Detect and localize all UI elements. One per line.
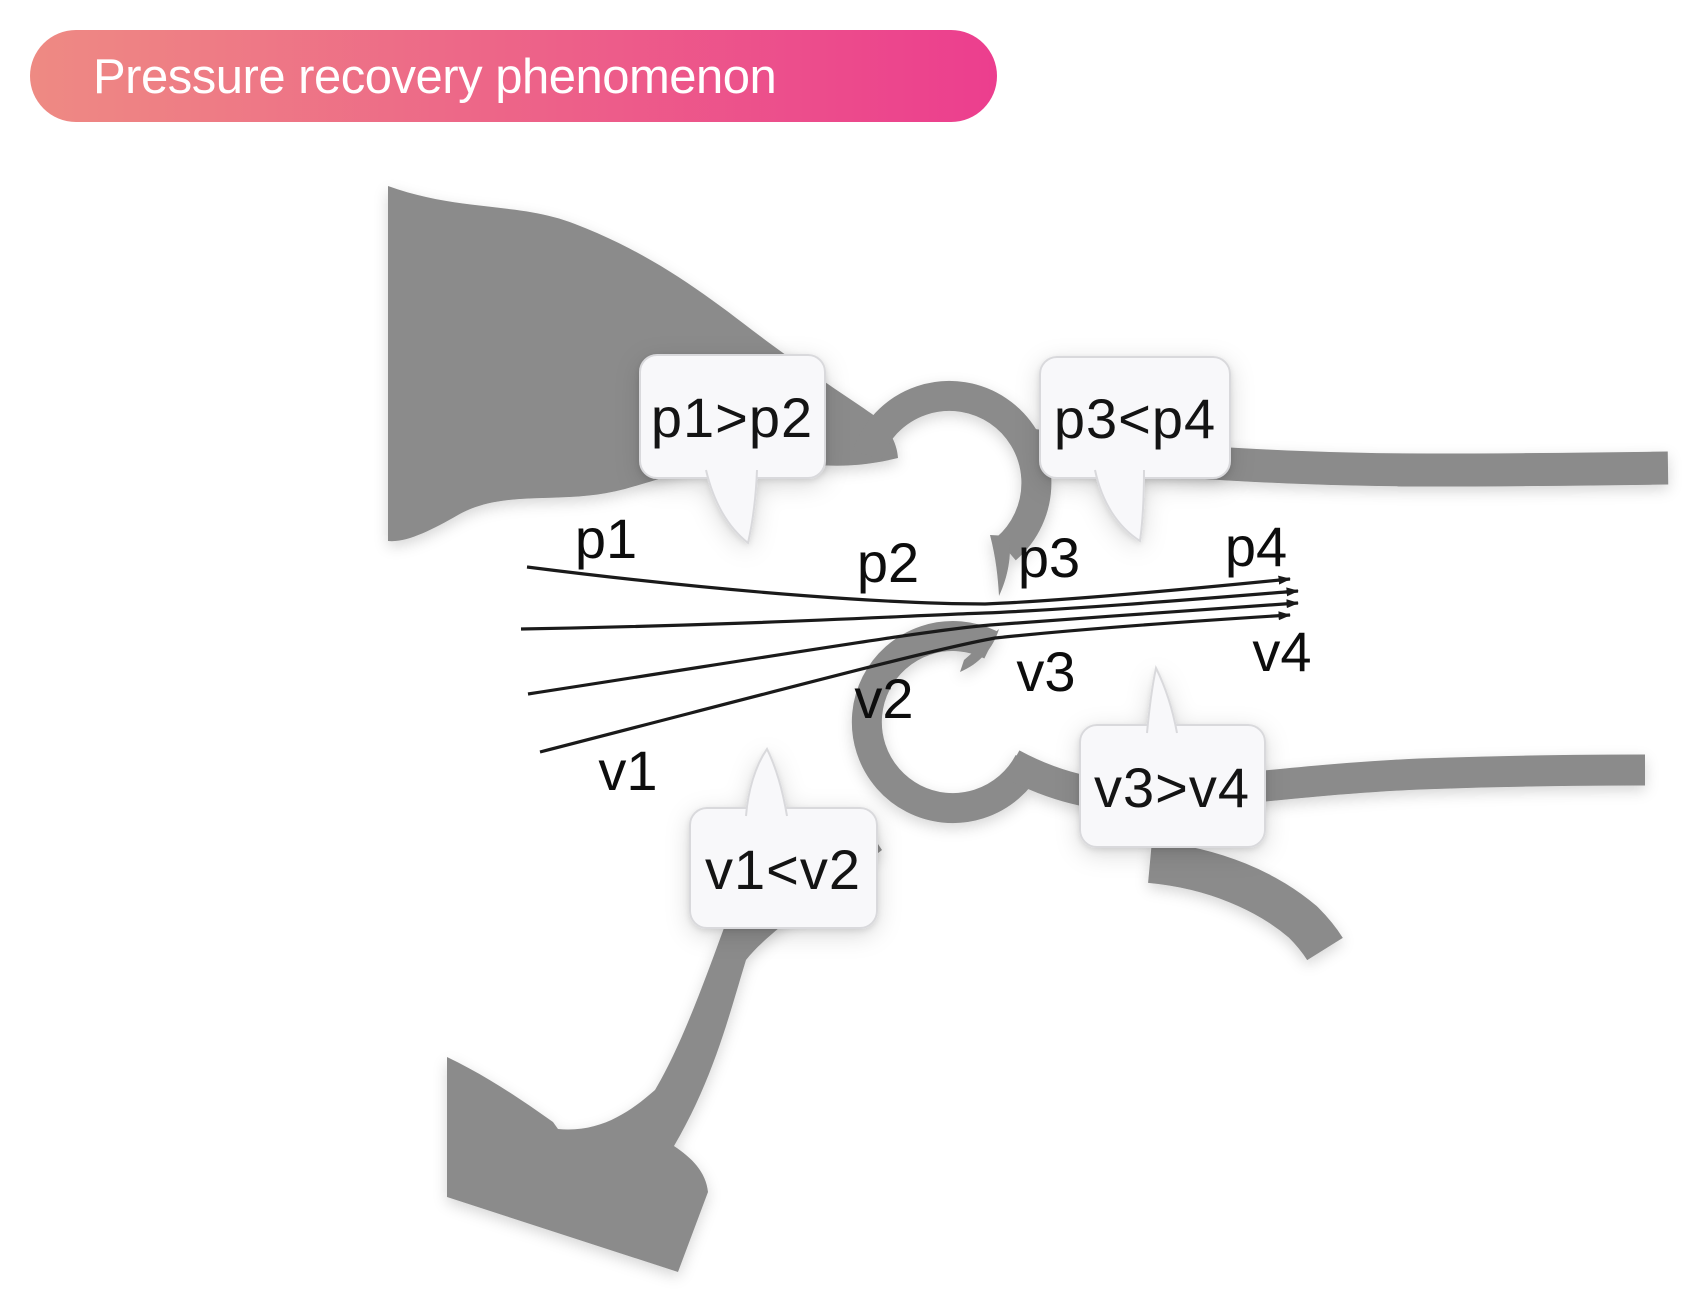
flow-line-1 bbox=[526, 565, 1291, 606]
callout-velocity-rise bbox=[689, 747, 878, 929]
flow-line-2 bbox=[520, 587, 1299, 631]
label-v3: v3 bbox=[1016, 640, 1075, 703]
flow-labels: p1 p2 p3 p4 v1 v2 v3 v4 bbox=[575, 507, 1312, 802]
label-p2: p2 bbox=[857, 531, 919, 594]
lower-sinus-ring bbox=[851, 621, 1043, 824]
callout-velocity-rise-text: v1<v2 bbox=[705, 838, 861, 901]
title-banner: Pressure recovery phenomenon bbox=[30, 30, 997, 122]
vessel-lower-right-branch bbox=[1147, 841, 1343, 961]
page-title: Pressure recovery phenomenon bbox=[93, 50, 776, 104]
callout-pressure-recovery-tail bbox=[1094, 469, 1145, 543]
upper-sinus-ring bbox=[852, 380, 1052, 561]
callout-pressure-recovery bbox=[1039, 356, 1231, 543]
flow-line-3 bbox=[527, 599, 1299, 696]
flow-line-4 bbox=[539, 611, 1291, 754]
callout-velocity-fall-tail bbox=[1146, 664, 1178, 734]
callout-velocity-fall bbox=[1079, 664, 1266, 848]
callout-pressure-drop-text: p1>p2 bbox=[651, 386, 813, 449]
label-v4: v4 bbox=[1252, 620, 1311, 683]
title-banner-background bbox=[30, 30, 997, 122]
label-p4: p4 bbox=[1225, 515, 1287, 578]
label-v1: v1 bbox=[598, 739, 657, 802]
callout-pressure-drop-tail bbox=[705, 469, 758, 545]
upper-sinus-ring-tip bbox=[990, 535, 1010, 596]
label-v2: v2 bbox=[854, 667, 913, 730]
vessel-bottom-left-wall bbox=[447, 826, 882, 1272]
callout-velocity-rise-tail bbox=[745, 747, 788, 817]
label-p3: p3 bbox=[1018, 526, 1080, 589]
vessel-walls bbox=[388, 186, 1669, 1272]
label-p1: p1 bbox=[575, 507, 637, 570]
callout-pressure-drop bbox=[639, 354, 826, 545]
callout-velocity-fall-text: v3>v4 bbox=[1094, 756, 1250, 819]
flow-streamlines bbox=[520, 565, 1299, 754]
callout-pressure-recovery-text: p3<p4 bbox=[1054, 387, 1216, 450]
